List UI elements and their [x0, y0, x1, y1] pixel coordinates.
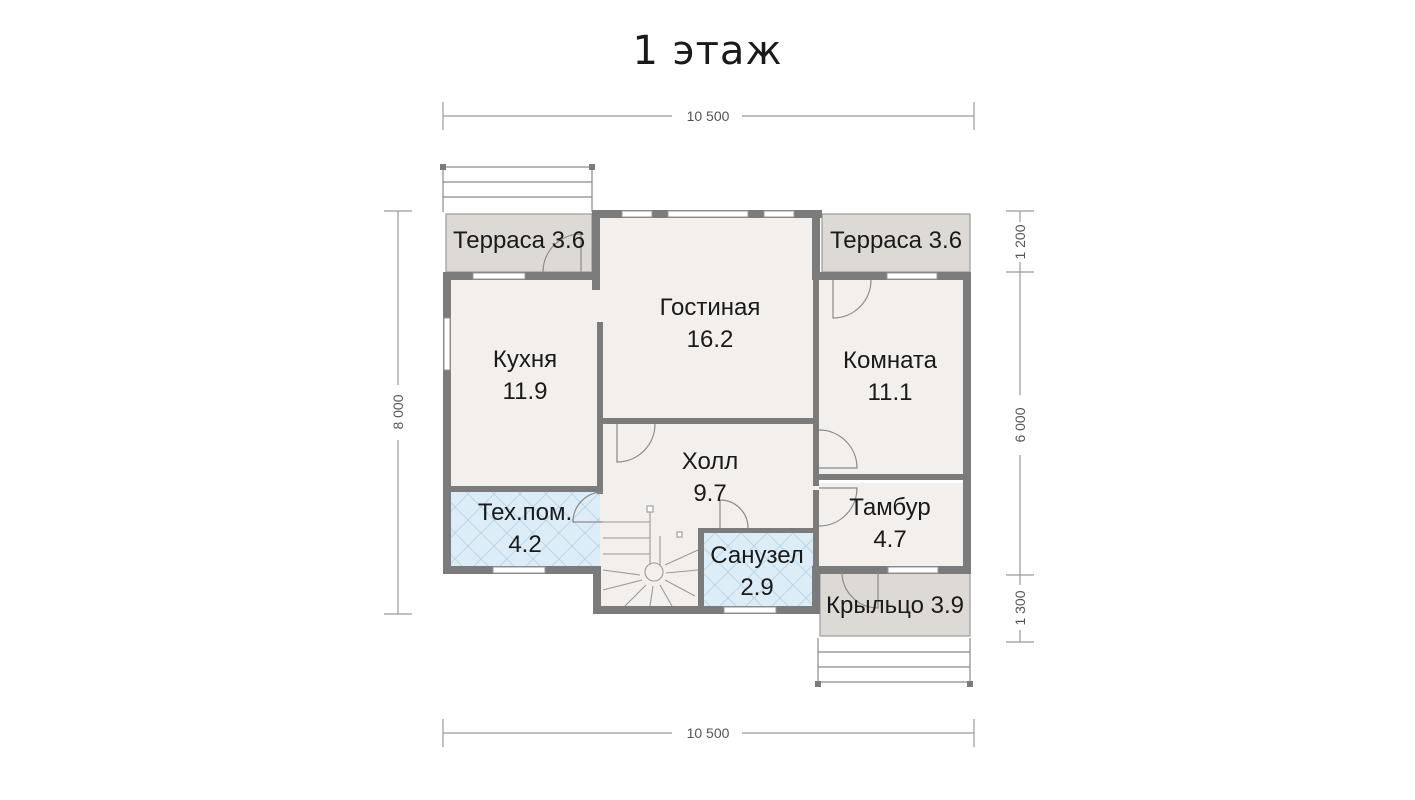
porch-steps	[815, 638, 973, 687]
tech-name: Тех.пом.	[478, 499, 572, 526]
dimension-right-bottom-label: 1 300	[1012, 590, 1028, 625]
vestibule-floor	[819, 483, 967, 572]
living-area: 16.2	[687, 326, 734, 353]
tech-area: 4.2	[508, 531, 541, 558]
living-name: Гостиная	[660, 294, 761, 321]
dimension-left-label: 8 000	[390, 394, 406, 429]
plan-title: 1 этаж	[632, 28, 783, 74]
tech-floor	[448, 490, 600, 568]
porch-floor	[820, 572, 970, 636]
living-floor	[597, 213, 819, 425]
vestibule-area: 4.7	[873, 526, 906, 553]
porch-label: Крыльцо 3.9	[826, 592, 964, 619]
dimension-bottom-label: 10 500	[687, 725, 730, 741]
staircase	[602, 505, 699, 607]
bathroom-floor	[702, 533, 816, 606]
dimension-right-middle-label: 6 000	[1012, 407, 1028, 442]
room-floor	[819, 278, 967, 478]
room-name: Комната	[843, 347, 938, 374]
dimension-right	[1006, 210, 1034, 643]
terrace-right-floor	[822, 214, 970, 272]
dimension-top-label: 10 500	[687, 108, 730, 124]
dimension-bottom	[442, 719, 975, 747]
terrace-right-label: Терраса 3.6	[830, 227, 962, 254]
kitchen-floor	[448, 278, 600, 490]
dimension-left	[384, 210, 412, 615]
terrace-left-label: Терраса 3.6	[453, 227, 585, 254]
bathroom-name: Санузел	[710, 542, 804, 569]
hall-area: 9.7	[693, 480, 726, 507]
windows	[443, 210, 939, 614]
doors	[542, 233, 879, 609]
terrace-left-steps	[440, 164, 595, 212]
room-area: 11.1	[868, 379, 913, 406]
kitchen-area: 11.9	[503, 378, 548, 405]
kitchen-name: Кухня	[493, 346, 557, 373]
dimension-top	[442, 102, 975, 130]
bathroom-area: 2.9	[740, 574, 773, 601]
terrace-left-floor	[446, 214, 592, 272]
hall-name: Холл	[682, 448, 739, 475]
dimension-right-top-label: 1 200	[1012, 224, 1028, 259]
vestibule-name: Тамбур	[849, 494, 930, 521]
